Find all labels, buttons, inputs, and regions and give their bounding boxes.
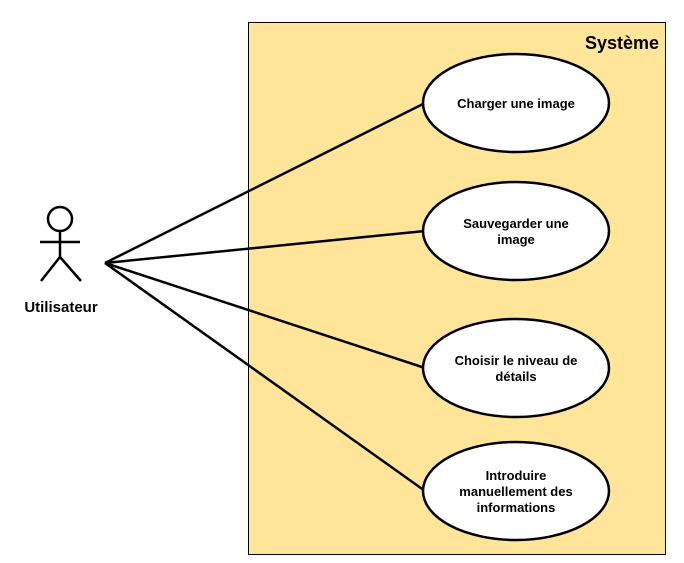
association-manual <box>104 261 426 493</box>
actor-utilisateur <box>40 205 82 282</box>
association-load <box>104 101 426 265</box>
actor-right-leg <box>59 256 82 282</box>
use-case-label: Sauvegarder une <box>463 216 569 231</box>
association-save <box>104 229 426 265</box>
use-case-label: détails <box>495 369 536 384</box>
actor-head <box>46 205 74 233</box>
system-title: Système <box>585 33 659 53</box>
use-case-load: Charger une image <box>421 52 611 154</box>
actor-left-leg <box>40 256 61 282</box>
actor-label: Utilisateur <box>24 299 98 316</box>
use-case-ellipse <box>421 440 611 542</box>
use-case-label: manuellement des <box>459 484 572 499</box>
associations <box>104 101 426 493</box>
use-case-label: informations <box>477 500 556 515</box>
use-case-label: Introduire <box>486 468 547 483</box>
use-case-ellipse <box>421 317 611 419</box>
association-level <box>104 261 426 370</box>
use-case-label: Charger une image <box>457 96 575 111</box>
use-case-label: Choisir le niveau de <box>455 353 578 368</box>
use-case-ellipse <box>421 52 611 154</box>
use-case-label: image <box>497 232 535 247</box>
use-case-ellipse <box>421 180 611 282</box>
